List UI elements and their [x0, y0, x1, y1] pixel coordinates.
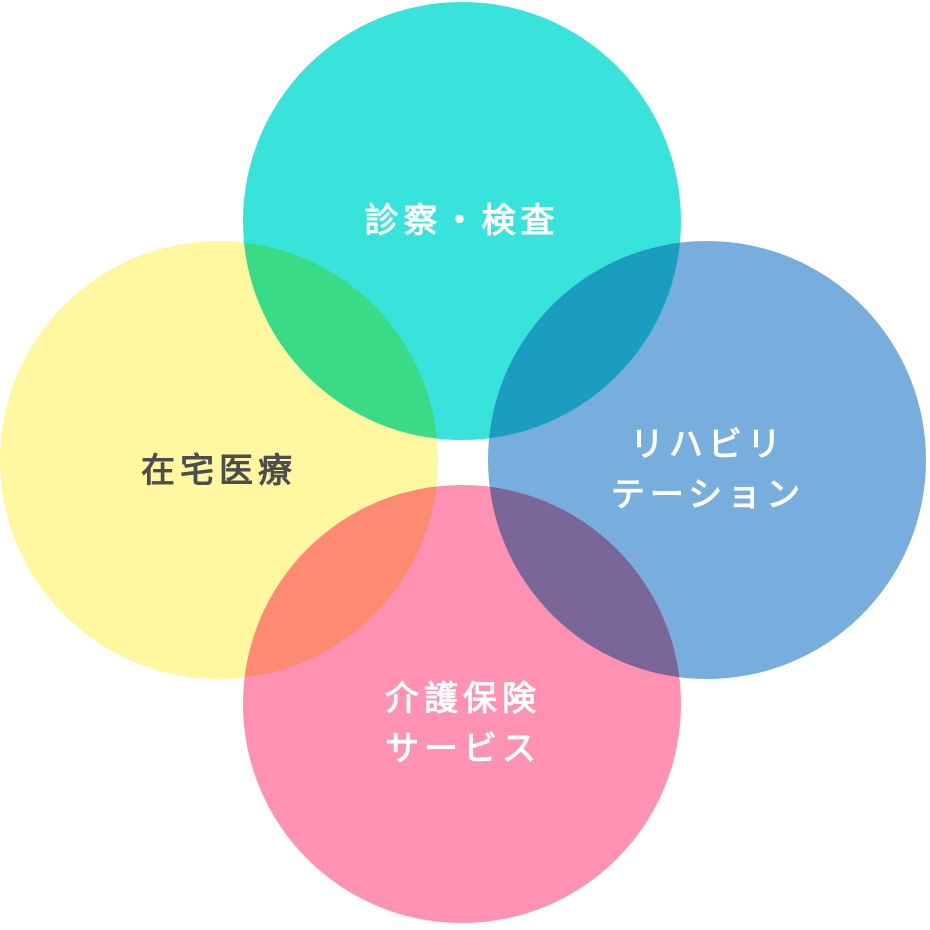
overlap-top-left [243, 241, 438, 440]
label-left: 在宅医療 [141, 451, 297, 491]
label-right-line2: テーション [611, 475, 805, 515]
label-right-line1: リハビリ [630, 425, 786, 465]
overlap-right-bottom [488, 485, 681, 679]
label-bottom-line1: 介護保険 [385, 679, 541, 719]
overlap-left-bottom [243, 485, 438, 679]
label-bottom-line2: サービス [385, 729, 541, 769]
overlap-top-right [488, 241, 681, 440]
label-top: 診察・検査 [365, 201, 560, 241]
